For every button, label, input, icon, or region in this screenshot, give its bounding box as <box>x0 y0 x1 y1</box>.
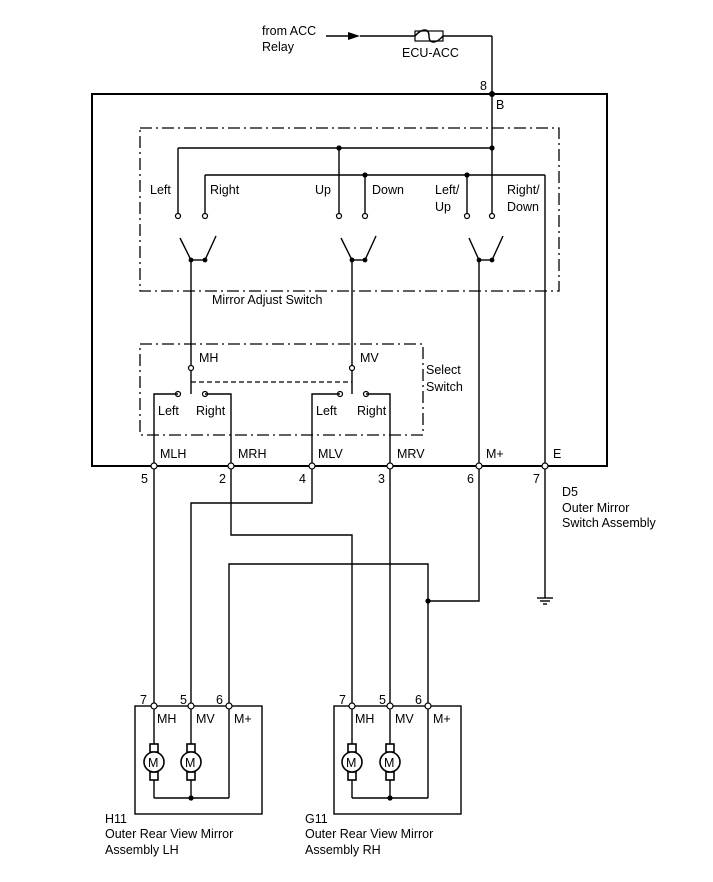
mirror-lh-name-2: Assembly LH <box>105 843 179 857</box>
pin-5-number: 5 <box>141 472 148 486</box>
select-switch-label-1: Select <box>426 363 461 377</box>
mirror-rh-name-1: Outer Rear View Mirror <box>305 827 433 841</box>
pin-b-name: B <box>496 98 504 112</box>
source-label-line1: from ACC <box>262 24 316 38</box>
pin-e-name: E <box>553 447 561 461</box>
position-left-label: Left <box>150 183 171 197</box>
select-right-label-1: Right <box>196 404 226 418</box>
position-right-down-label-2: Down <box>507 200 539 214</box>
mirror-adjust-switch-label: Mirror Adjust Switch <box>212 293 322 307</box>
pin-mrh-name: MRH <box>238 447 266 461</box>
mirror-rh: 7 5 6 MH MV M+ M M G11 Outer Rear View M… <box>305 693 462 857</box>
switch-assembly-name-1: Outer Mirror <box>562 501 629 515</box>
position-left-up-label-2: Up <box>435 200 451 214</box>
position-down-label: Down <box>372 183 404 197</box>
motor-icon: M <box>379 743 401 781</box>
switch-leftup-rightdown <box>463 212 504 263</box>
rh-pin-mplus-name: M+ <box>433 712 451 726</box>
switch-assembly-code: D5 <box>562 485 578 499</box>
motor-lh-v-symbol: M <box>185 756 195 770</box>
mirror-lh: 7 5 6 MH MV M+ M M H11 Outer Rear View M… <box>105 693 263 857</box>
pin-8-number: 8 <box>480 79 487 93</box>
pin-4-number: 4 <box>299 472 306 486</box>
pin-mlh-name: MLH <box>160 447 186 461</box>
pin-mrv-name: MRV <box>397 447 425 461</box>
pin-mplus-name: M+ <box>486 447 504 461</box>
select-switch-box <box>139 343 424 436</box>
pin-2-number: 2 <box>219 472 226 486</box>
switch-up-down <box>335 212 377 263</box>
position-up-label: Up <box>315 183 331 197</box>
mirror-lh-name-1: Outer Rear View Mirror <box>105 827 233 841</box>
pin-7-number: 7 <box>533 472 540 486</box>
motor-icon: M <box>180 743 202 781</box>
source-label-line2: Relay <box>262 40 295 54</box>
position-right-label: Right <box>210 183 240 197</box>
switch-assembly-box <box>91 93 608 467</box>
switch-connector: MLH MRH MLV MRV M+ E 5 2 4 3 6 7 <box>141 447 561 486</box>
select-left-label-2: Left <box>316 404 337 418</box>
lh-pin-5-number: 5 <box>180 693 187 707</box>
motor-rh-h-symbol: M <box>346 756 356 770</box>
rh-pin-5-number: 5 <box>379 693 386 707</box>
position-left-up-label-1: Left/ <box>435 183 460 197</box>
lh-pin-mplus-name: M+ <box>234 712 252 726</box>
rh-pin-6-number: 6 <box>415 693 422 707</box>
rh-pin-7-number: 7 <box>339 693 346 707</box>
motor-icon: M <box>341 743 363 781</box>
select-right-label-2: Right <box>357 404 387 418</box>
select-mh-label: MH <box>199 351 218 365</box>
arrow-icon <box>348 32 360 40</box>
position-right-down-label-1: Right/ <box>507 183 540 197</box>
select-switch-label-2: Switch <box>426 380 463 394</box>
select-mv-label: MV <box>360 351 379 365</box>
lh-pin-mh-name: MH <box>157 712 176 726</box>
rh-pin-mv-name: MV <box>395 712 414 726</box>
pin-6-number: 6 <box>467 472 474 486</box>
mirror-rh-name-2: Assembly RH <box>305 843 381 857</box>
ground-icon <box>537 597 553 605</box>
pin-mlv-name: MLV <box>318 447 343 461</box>
pin-3-number: 3 <box>378 472 385 486</box>
lh-pin-6-number: 6 <box>216 693 223 707</box>
lh-pin-mv-name: MV <box>196 712 215 726</box>
switch-assembly-name-2: Switch Assembly <box>562 516 657 530</box>
fuse-icon <box>414 29 444 43</box>
motor-rh-v-symbol: M <box>384 756 394 770</box>
lh-pin-7-number: 7 <box>140 693 147 707</box>
power-feed: from ACC Relay ECU-ACC <box>262 24 493 94</box>
fuse-label: ECU-ACC <box>402 46 459 60</box>
switch-left-right <box>174 212 217 263</box>
mirror-lh-code: H11 <box>105 812 127 826</box>
rh-pin-mh-name: MH <box>355 712 374 726</box>
select-left-label-1: Left <box>158 404 179 418</box>
motor-lh-h-symbol: M <box>148 756 158 770</box>
motor-icon: M <box>143 743 165 781</box>
mirror-adjust-switch-box <box>139 127 560 292</box>
mirror-rh-code: G11 <box>305 812 328 826</box>
